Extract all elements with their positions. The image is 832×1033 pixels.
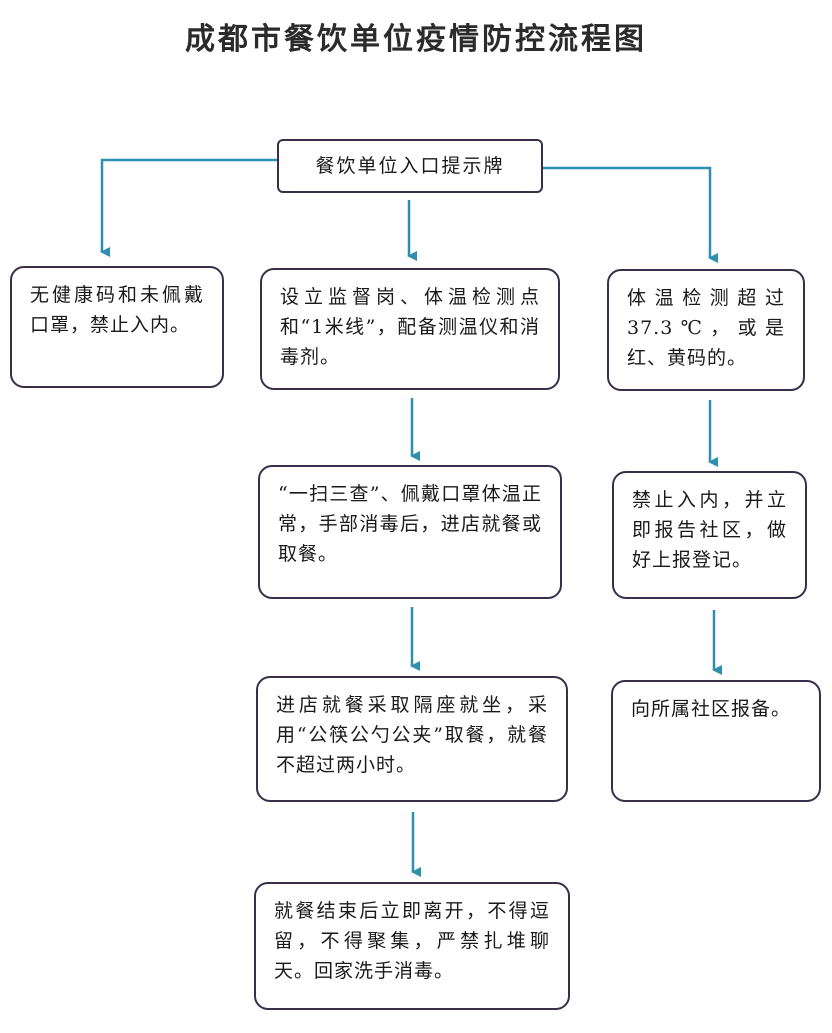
fever-detected-box: 体温检测超过37.3℃，或是红、黄码的。 [607, 269, 805, 391]
setup-checkpoint-box: 设立监督岗、体温检测点和“1米线”，配备测温仪和消毒剂。 [260, 268, 560, 390]
no-health-code-text: 无健康码和未佩戴口罩，禁止入内。 [30, 284, 204, 336]
leave-after-meal-box: 就餐结束后立即离开，不得逗留，不得聚集，严禁扎堆聊天。回家洗手消毒。 [254, 882, 570, 1010]
community-report-box: 向所属社区报备。 [611, 680, 821, 802]
entry-sign-text: 餐饮单位入口提示牌 [315, 155, 505, 177]
seating-rules-box: 进店就餐采取隔座就坐，采用“公筷公勺公夹”取餐，就餐不超过两小时。 [256, 676, 568, 802]
deny-report-box: 禁止入内，并立即报告社区，做好上报登记。 [612, 471, 807, 599]
page-title: 成都市餐饮单位疫情防控流程图 [185, 22, 647, 57]
no-health-code-box: 无健康码和未佩戴口罩，禁止入内。 [10, 266, 224, 388]
community-report-text: 向所属社区报备。 [631, 698, 792, 720]
fever-detected-text: 体温检测超过37.3℃，或是红、黄码的。 [627, 287, 785, 369]
scan-check-text: “一扫三查”、佩戴口罩体温正常，手部消毒后，进店就餐或取餐。 [278, 483, 542, 565]
deny-report-text: 禁止入内，并立即报告社区，做好上报登记。 [632, 489, 787, 571]
leave-after-meal-text: 就餐结束后立即离开，不得逗留，不得聚集，严禁扎堆聊天。回家洗手消毒。 [274, 900, 550, 982]
setup-checkpoint-text: 设立监督岗、体温检测点和“1米线”，配备测温仪和消毒剂。 [280, 286, 540, 368]
scan-check-box: “一扫三查”、佩戴口罩体温正常，手部消毒后，进店就餐或取餐。 [258, 465, 562, 599]
arrow-entry-to-no-code [100, 158, 277, 257]
entry-sign-box: 餐饮单位入口提示牌 [277, 139, 543, 193]
arrow-entry-to-fever [543, 166, 718, 263]
seating-rules-text: 进店就餐采取隔座就坐，采用“公筷公勺公夹”取餐，就餐不超过两小时。 [276, 694, 548, 776]
